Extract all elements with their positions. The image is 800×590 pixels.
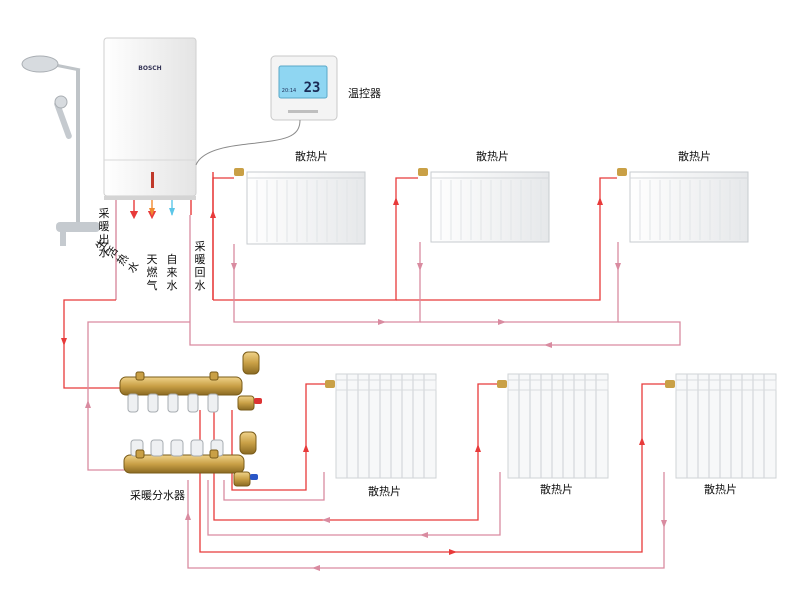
- column-radiator: [507, 373, 609, 479]
- heating-return-label: 采暖回水: [194, 240, 206, 292]
- supply-arrows-top: [61, 197, 603, 346]
- column-radiator: [675, 373, 777, 479]
- radiator-label: 散热片: [368, 484, 401, 498]
- radiator-valve: [325, 380, 675, 388]
- manifold-label: 采暖分水器: [130, 489, 185, 502]
- supply-arrows-bottom: [303, 437, 645, 555]
- radiator-valve: [234, 168, 627, 176]
- heating-out-label: 采暖出水: [98, 207, 110, 259]
- gas-label: 天燃气: [146, 253, 158, 292]
- thermostat-wire: [195, 119, 301, 166]
- panel-radiator: [430, 171, 550, 243]
- boiler: [103, 37, 197, 200]
- thermostat-small-text: 20:14: [282, 88, 296, 94]
- radiator-label: 散热片: [295, 149, 328, 163]
- radiator-label: 散热片: [476, 149, 509, 163]
- thermostat-label: 温控器: [348, 86, 381, 100]
- thermostat-temperature: 23: [304, 80, 321, 96]
- panel-radiator: [246, 171, 366, 245]
- panel-radiator: [629, 171, 749, 243]
- radiator-label: 散热片: [540, 482, 573, 496]
- manifold: [119, 351, 262, 487]
- radiator-label: 散热片: [678, 149, 711, 163]
- shower-icon: [21, 55, 100, 246]
- thermostat[interactable]: [270, 55, 338, 121]
- return-arrows-bottom: [185, 512, 667, 571]
- return-arrows-top: [85, 263, 621, 408]
- radiator-label: 散热片: [704, 482, 737, 496]
- boiler-brand: BOSCH: [138, 65, 161, 72]
- column-radiator: [335, 373, 437, 479]
- tap-water-label: 自来水: [166, 253, 178, 292]
